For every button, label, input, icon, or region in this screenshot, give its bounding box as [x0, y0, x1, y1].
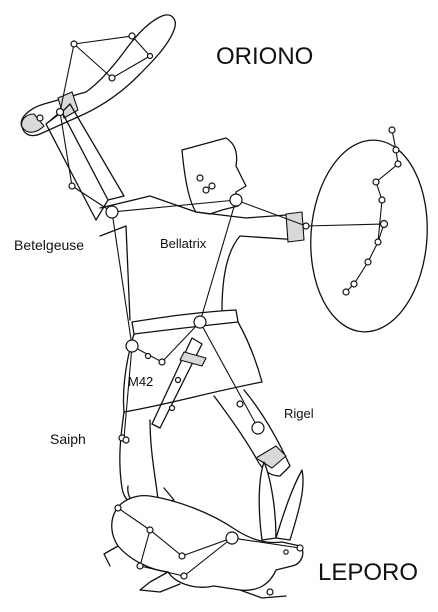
star [109, 75, 115, 81]
star [375, 239, 381, 245]
hare [104, 462, 303, 598]
star [126, 340, 138, 352]
rigel-label: Rigel [284, 406, 314, 421]
star [123, 437, 129, 443]
star [343, 289, 349, 295]
star [159, 359, 165, 365]
star [203, 187, 209, 193]
star [106, 206, 118, 218]
star [37, 115, 43, 121]
star [297, 545, 303, 551]
star [237, 401, 243, 407]
star [170, 406, 175, 411]
star [226, 532, 238, 544]
star [146, 354, 151, 359]
star [365, 259, 371, 265]
star [395, 161, 401, 167]
orion-figure [46, 104, 304, 508]
star [351, 281, 357, 287]
star [176, 378, 181, 383]
star [115, 505, 121, 511]
bellatrix-label: Bellatrix [160, 236, 207, 251]
star [148, 54, 153, 59]
star [252, 422, 264, 434]
star [57, 109, 64, 116]
club [21, 15, 175, 136]
star [197, 175, 203, 181]
star [373, 179, 379, 185]
star [267, 589, 273, 595]
star [179, 553, 185, 559]
star [194, 316, 206, 328]
star [147, 527, 153, 533]
star [71, 41, 77, 47]
betelgeuse-label: Betelgeuse [14, 237, 84, 253]
star [381, 221, 388, 228]
star [209, 183, 215, 189]
saiph-label: Saiph [50, 431, 86, 447]
star [389, 127, 395, 133]
m42-label: M42 [128, 374, 153, 389]
shield [304, 136, 433, 336]
constellation-title-lepus: LEPORO [318, 559, 418, 586]
star [69, 183, 75, 189]
star [230, 194, 242, 206]
star [181, 573, 187, 579]
star [129, 33, 135, 39]
star [137, 563, 143, 569]
constellation-title-orion: ORIONO [216, 43, 313, 70]
star [303, 223, 309, 229]
star [379, 197, 385, 203]
star [393, 147, 399, 153]
